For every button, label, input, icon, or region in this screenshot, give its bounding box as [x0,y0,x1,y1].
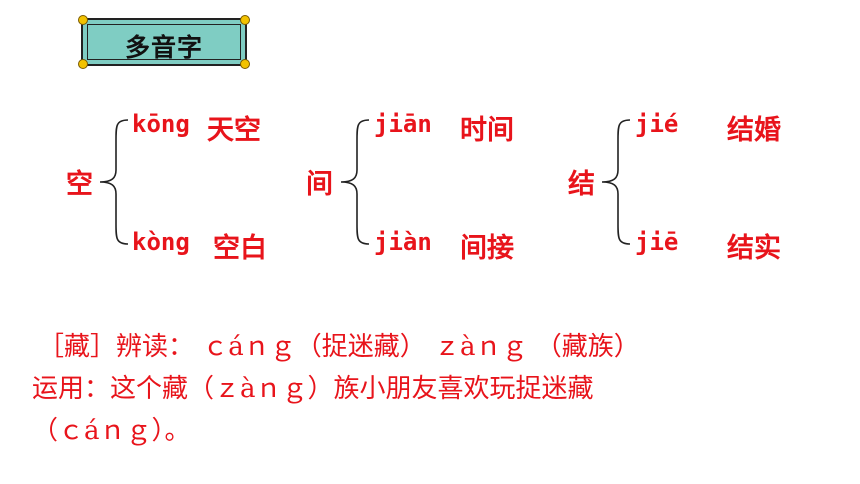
pinyin-bottom: kòng [132,228,190,256]
note-line-2: 运用：这个藏（ｚàｎｇ）族小朋友喜欢玩捉迷藏 [32,374,594,404]
group-char: 空 [66,169,93,200]
brace-icon [601,119,631,245]
group-char: 间 [306,169,333,200]
pinyin-bottom: jiàn [374,228,432,256]
note-line-1: ［藏］辨读： ｃáｎｇ（捉迷藏） ｚàｎｇ （藏族） [38,332,640,362]
group-char: 结 [568,169,595,200]
word-bottom: 间接 [460,233,514,264]
page-title: 多音字 [124,33,203,62]
pinyin-top: jiān [374,110,432,138]
word-top: 时间 [460,115,514,146]
word-bottom: 空白 [213,233,267,264]
corner-dot-icon [78,15,88,25]
word-top: 天空 [207,115,261,146]
pinyin-top: jié [635,110,679,138]
corner-dot-icon [240,59,250,69]
corner-dot-icon [78,59,88,69]
title-inner-frame [87,24,241,60]
title-plaque: 多音字 [78,15,250,69]
word-bottom: 结实 [727,233,781,264]
pinyin-top: kōng [132,110,190,138]
corner-dot-icon [240,15,250,25]
brace-icon [99,119,129,245]
note-line-3: （ｃáｎｇ）。 [32,416,191,446]
word-top: 结婚 [727,115,781,146]
brace-icon [340,119,370,245]
pinyin-bottom: jiē [635,228,679,256]
